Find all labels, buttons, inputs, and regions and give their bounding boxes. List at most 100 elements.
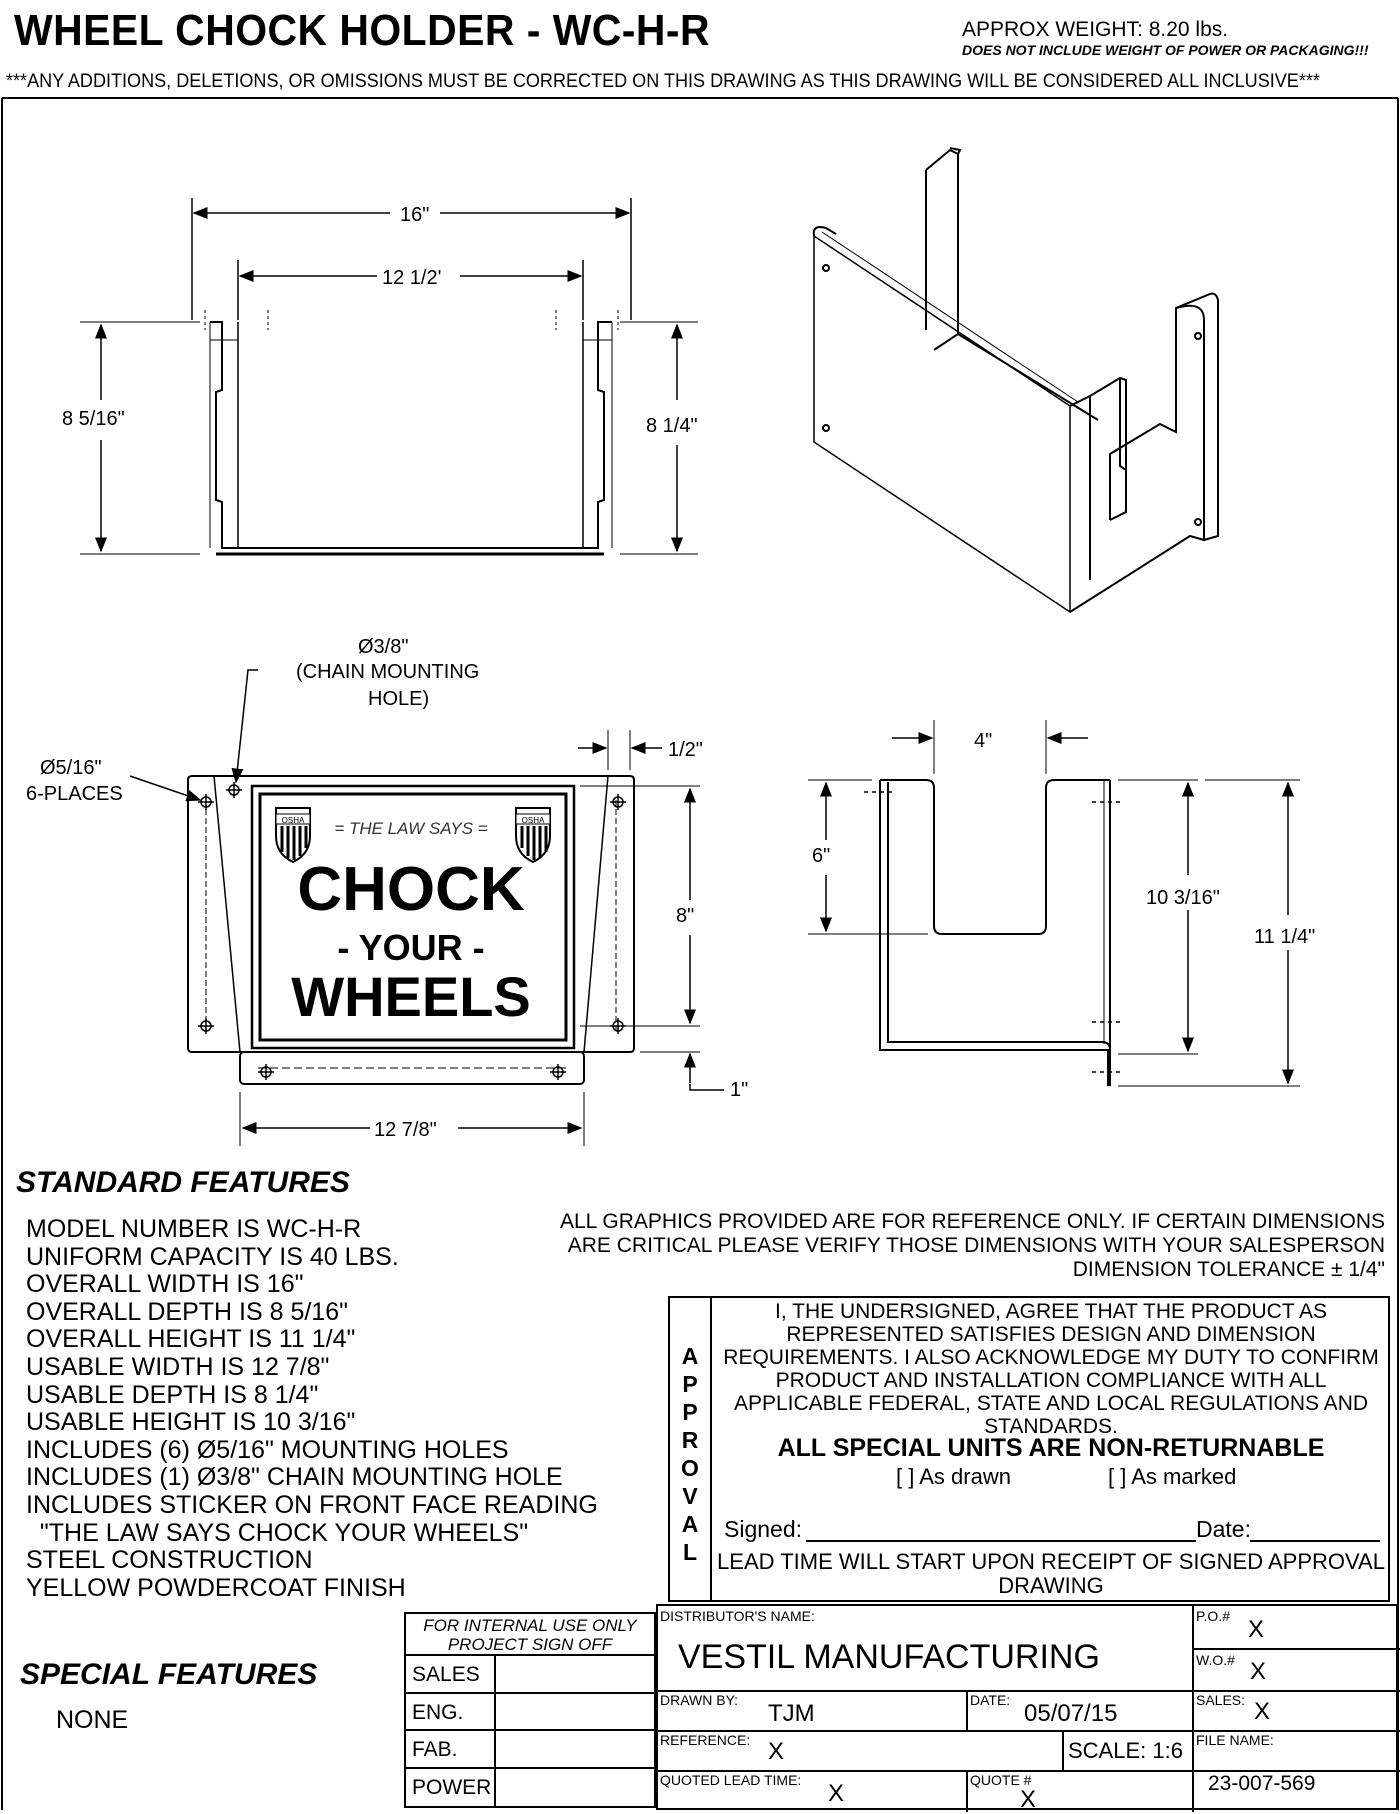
drawn-by-label: DRAWN BY:	[660, 1692, 739, 1708]
side-view	[808, 720, 1300, 1087]
front-view	[129, 669, 724, 1146]
special-features-value: NONE	[56, 1706, 129, 1734]
signoff-row-eng: ENG.	[406, 1693, 654, 1731]
feature-item: OVERALL WIDTH IS 16"	[26, 1270, 304, 1299]
quoted-lead-value: X	[828, 1780, 845, 1807]
approval-letter: A	[681, 1343, 699, 1369]
as-drawn-checkbox[interactable]: [ ] As drawn	[896, 1464, 1011, 1489]
date-block-value: 05/07/15	[1024, 1700, 1118, 1727]
weight-note: DOES NOT INCLUDE WEIGHT OF POWER OR PACK…	[962, 42, 1369, 58]
distributor-name: VESTIL MANUFACTURING	[678, 1638, 1100, 1676]
signoff-cell[interactable]	[494, 1693, 496, 1729]
feature-item: USABLE DEPTH IS 8 1/4"	[26, 1380, 319, 1409]
approval-letter: R	[681, 1427, 699, 1453]
osha-badge-right-icon	[515, 807, 551, 864]
dim-left-depth: 8 5/16"	[62, 408, 125, 430]
dim-inner-width: 12 1/2'	[382, 267, 441, 289]
dim-slot-depth: 6"	[812, 845, 830, 867]
internal-signoff-header: FOR INTERNAL USE ONLY PROJECT SIGN OFF	[406, 1614, 654, 1656]
reference-value: X	[768, 1738, 785, 1765]
dim-mount-hole: Ø5/16"	[40, 757, 102, 779]
internal-signoff-header-text: FOR INTERNAL USE ONLY PROJECT SIGN OFF	[423, 1616, 637, 1654]
file-name-value: 23-007-569	[1208, 1772, 1316, 1795]
feature-item: YELLOW POWDERCOAT FINISH	[26, 1573, 406, 1602]
quote-label: QUOTE #	[970, 1772, 1032, 1788]
standard-features-list: MODEL NUMBER IS WC-H-R UNIFORM CAPACITY …	[26, 1215, 598, 1602]
feature-item: STEEL CONSTRUCTION	[26, 1546, 313, 1575]
date-field[interactable]	[1250, 1540, 1380, 1542]
dim-bottom-width: 12 7/8"	[374, 1119, 437, 1141]
date-block-label: DATE:	[970, 1692, 1011, 1708]
quoted-lead-label: QUOTED LEAD TIME:	[660, 1772, 802, 1788]
feature-item: UNIFORM CAPACITY IS 40 LBS.	[26, 1242, 399, 1271]
sticker-line3: WHEELS	[291, 965, 531, 1028]
dim-right-offset: 1/2"	[668, 739, 703, 761]
sales-value: X	[1254, 1698, 1271, 1725]
po-label: P.O.#	[1196, 1608, 1230, 1624]
approval-letter: V	[682, 1483, 698, 1509]
quote-value: X	[1020, 1786, 1037, 1813]
approx-weight: APPROX WEIGHT: 8.20 lbs.	[962, 18, 1229, 41]
approval-letter: P	[682, 1399, 698, 1425]
dim-overall-width: 16"	[400, 204, 429, 226]
wo-label: W.O.#	[1196, 1652, 1235, 1668]
dim-slot-width: 4"	[974, 730, 992, 752]
scale-value: SCALE: 1:6	[1068, 1738, 1183, 1763]
sticker-line1: CHOCK	[297, 855, 525, 924]
signature-field[interactable]	[806, 1540, 1196, 1542]
signoff-label: ENG.	[412, 1700, 464, 1724]
dim-chain-hole: Ø3/8"	[358, 636, 408, 658]
signoff-row-fab: FAB.	[406, 1731, 654, 1769]
po-value: X	[1248, 1616, 1265, 1643]
as-marked-checkbox[interactable]: [ ] As marked	[1108, 1464, 1237, 1489]
signed-label: Signed:	[724, 1516, 803, 1542]
approval-text: I, THE UNDERSIGNED, AGREE THAT THE PRODU…	[723, 1300, 1379, 1438]
feature-item: INCLUDES STICKER ON FRONT FACE READING	[26, 1490, 598, 1519]
mount-hole-qty: 6-PLACES	[26, 783, 123, 805]
top-view	[80, 198, 698, 556]
feature-item: OVERALL HEIGHT IS 11 1/4"	[26, 1325, 356, 1354]
graphics-note-line: ALL GRAPHICS PROVIDED ARE FOR REFERENCE …	[560, 1210, 1385, 1233]
approval-letter: P	[682, 1371, 698, 1397]
osha-badge-left-text: OSHA	[282, 816, 305, 825]
internal-signoff-table: FOR INTERNAL USE ONLY PROJECT SIGN OFF S…	[404, 1612, 656, 1808]
approval-sidebar	[670, 1298, 712, 1600]
approval-letter: A	[681, 1511, 699, 1537]
signoff-cell[interactable]	[494, 1768, 496, 1806]
chain-hole-label2: HOLE)	[368, 688, 429, 710]
feature-item: USABLE WIDTH IS 12 7/8"	[26, 1352, 330, 1381]
sales-label: SALES:	[1196, 1692, 1246, 1708]
feature-item: USABLE HEIGHT IS 10 3/16"	[26, 1408, 356, 1437]
drawn-by-value: TJM	[768, 1700, 815, 1727]
dim-bottom-offset: 1"	[730, 1079, 748, 1101]
feature-item: INCLUDES (6) Ø5/16" MOUNTING HOLES	[26, 1435, 509, 1464]
dim-usable-height: 10 3/16"	[1146, 887, 1220, 909]
sticker-top-text: = THE LAW SAYS =	[334, 819, 487, 838]
feature-item: MODEL NUMBER IS WC-H-R	[26, 1215, 362, 1243]
special-features-heading: SPECIAL FEATURES	[20, 1658, 318, 1691]
isometric-view	[812, 147, 1219, 614]
graphics-note-line: DIMENSION TOLERANCE ± 1/4"	[1072, 1258, 1385, 1281]
date-label: Date:	[1196, 1516, 1251, 1542]
standard-features-heading: STANDARD FEATURES	[16, 1166, 350, 1199]
reference-label: REFERENCE:	[660, 1732, 751, 1748]
dim-right-depth: 8 1/4"	[646, 415, 698, 437]
dim-overall-height: 11 1/4"	[1254, 926, 1315, 948]
osha-badge-right-text: OSHA	[522, 816, 545, 825]
chain-hole-label: (CHAIN MOUNTING	[296, 661, 479, 683]
graphics-note: ALL GRAPHICS PROVIDED ARE FOR REFERENCE …	[540, 1210, 1385, 1282]
wo-value: X	[1250, 1658, 1267, 1685]
file-name-label: FILE NAME:	[1196, 1732, 1274, 1748]
non-returnable-notice: ALL SPECIAL UNITS ARE NON-RETURNABLE	[777, 1434, 1325, 1462]
signoff-row-sales: SALES	[406, 1656, 654, 1694]
signoff-cell[interactable]	[494, 1656, 496, 1692]
feature-item: OVERALL DEPTH IS 8 5/16"	[26, 1297, 348, 1326]
dim-sticker-height: 8"	[676, 905, 694, 927]
signoff-label: FAB.	[412, 1738, 458, 1761]
signoff-cell[interactable]	[494, 1731, 496, 1767]
signoff-row-power: POWER	[406, 1768, 654, 1806]
distributor-label: DISTRIBUTOR'S NAME:	[660, 1608, 815, 1624]
